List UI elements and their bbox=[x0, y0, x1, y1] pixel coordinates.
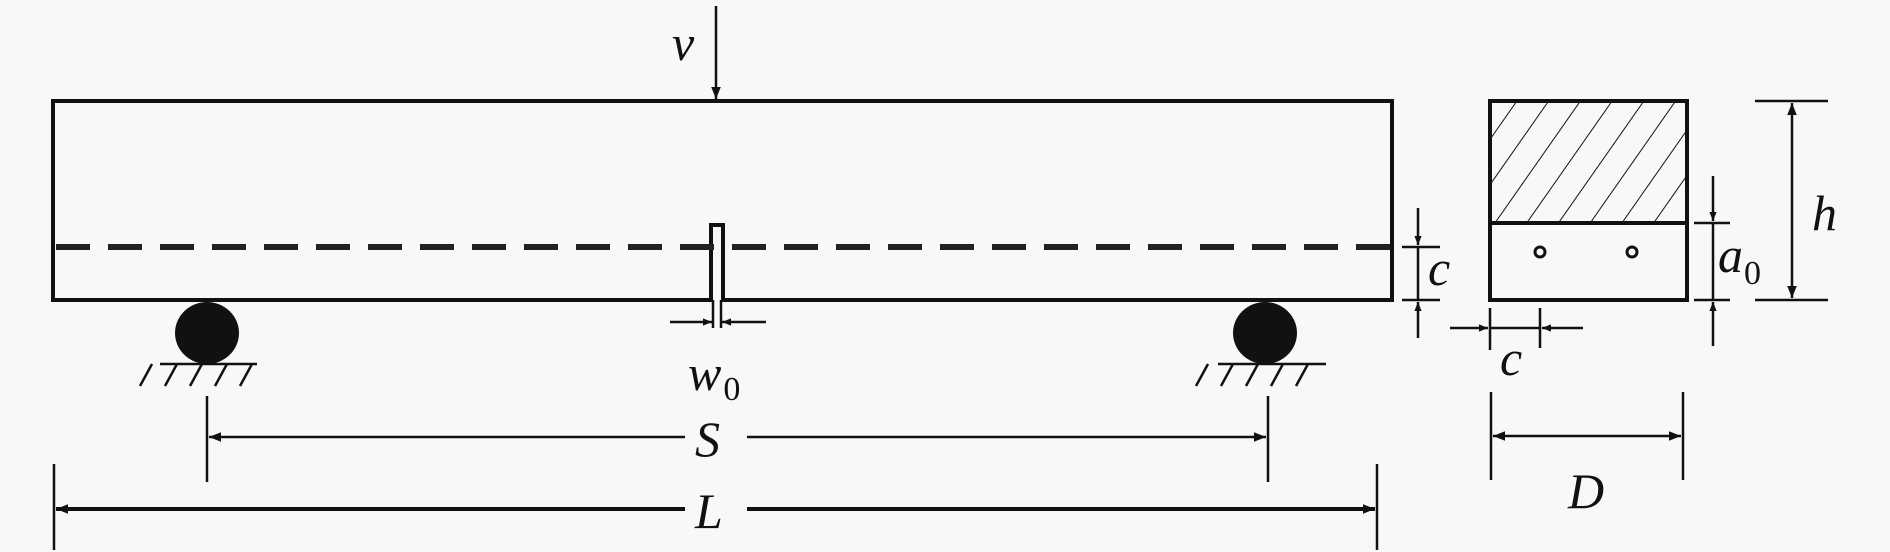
beam bbox=[51, 99, 1394, 302]
hatched-region bbox=[1490, 101, 1687, 223]
span-dimension bbox=[205, 396, 1270, 482]
notch-depth-label: a0 bbox=[1718, 227, 1761, 292]
left-support bbox=[138, 302, 257, 387]
span-label: S bbox=[695, 411, 720, 467]
beam-outline bbox=[51, 99, 1394, 302]
height-dimension bbox=[1755, 99, 1828, 302]
rebar-icon bbox=[1533, 245, 1547, 259]
ground-hatch-icon bbox=[1194, 363, 1310, 387]
right-support bbox=[1194, 302, 1326, 387]
cross-section bbox=[1488, 99, 1689, 302]
notch-depth-symbol: a bbox=[1718, 227, 1743, 283]
notch-width-label: w0 bbox=[688, 345, 740, 408]
notch-width-dimension bbox=[670, 300, 766, 328]
section-outline bbox=[1488, 99, 1689, 302]
load-label: v bbox=[672, 15, 695, 71]
rebar-icon bbox=[1625, 245, 1639, 259]
notch-width-symbol: w bbox=[688, 345, 721, 401]
cover-side-label: c bbox=[1428, 240, 1450, 296]
width-dimension bbox=[1489, 392, 1685, 480]
notch-width-subscript: 0 bbox=[723, 371, 740, 408]
cover-side-dimension bbox=[1402, 208, 1440, 338]
roller-icon bbox=[1233, 302, 1297, 364]
length-label: L bbox=[694, 483, 723, 539]
width-label: D bbox=[1567, 463, 1604, 519]
cover-bottom-dimension bbox=[1450, 308, 1583, 350]
cover-bottom-label: c bbox=[1500, 330, 1522, 386]
length-dimension bbox=[52, 464, 1379, 550]
ground-hatch-icon bbox=[138, 363, 254, 387]
notch-depth-dimension bbox=[1694, 176, 1730, 346]
height-label: h bbox=[1812, 185, 1837, 241]
roller-icon bbox=[175, 302, 239, 364]
notch-depth-subscript: 0 bbox=[1744, 255, 1761, 292]
